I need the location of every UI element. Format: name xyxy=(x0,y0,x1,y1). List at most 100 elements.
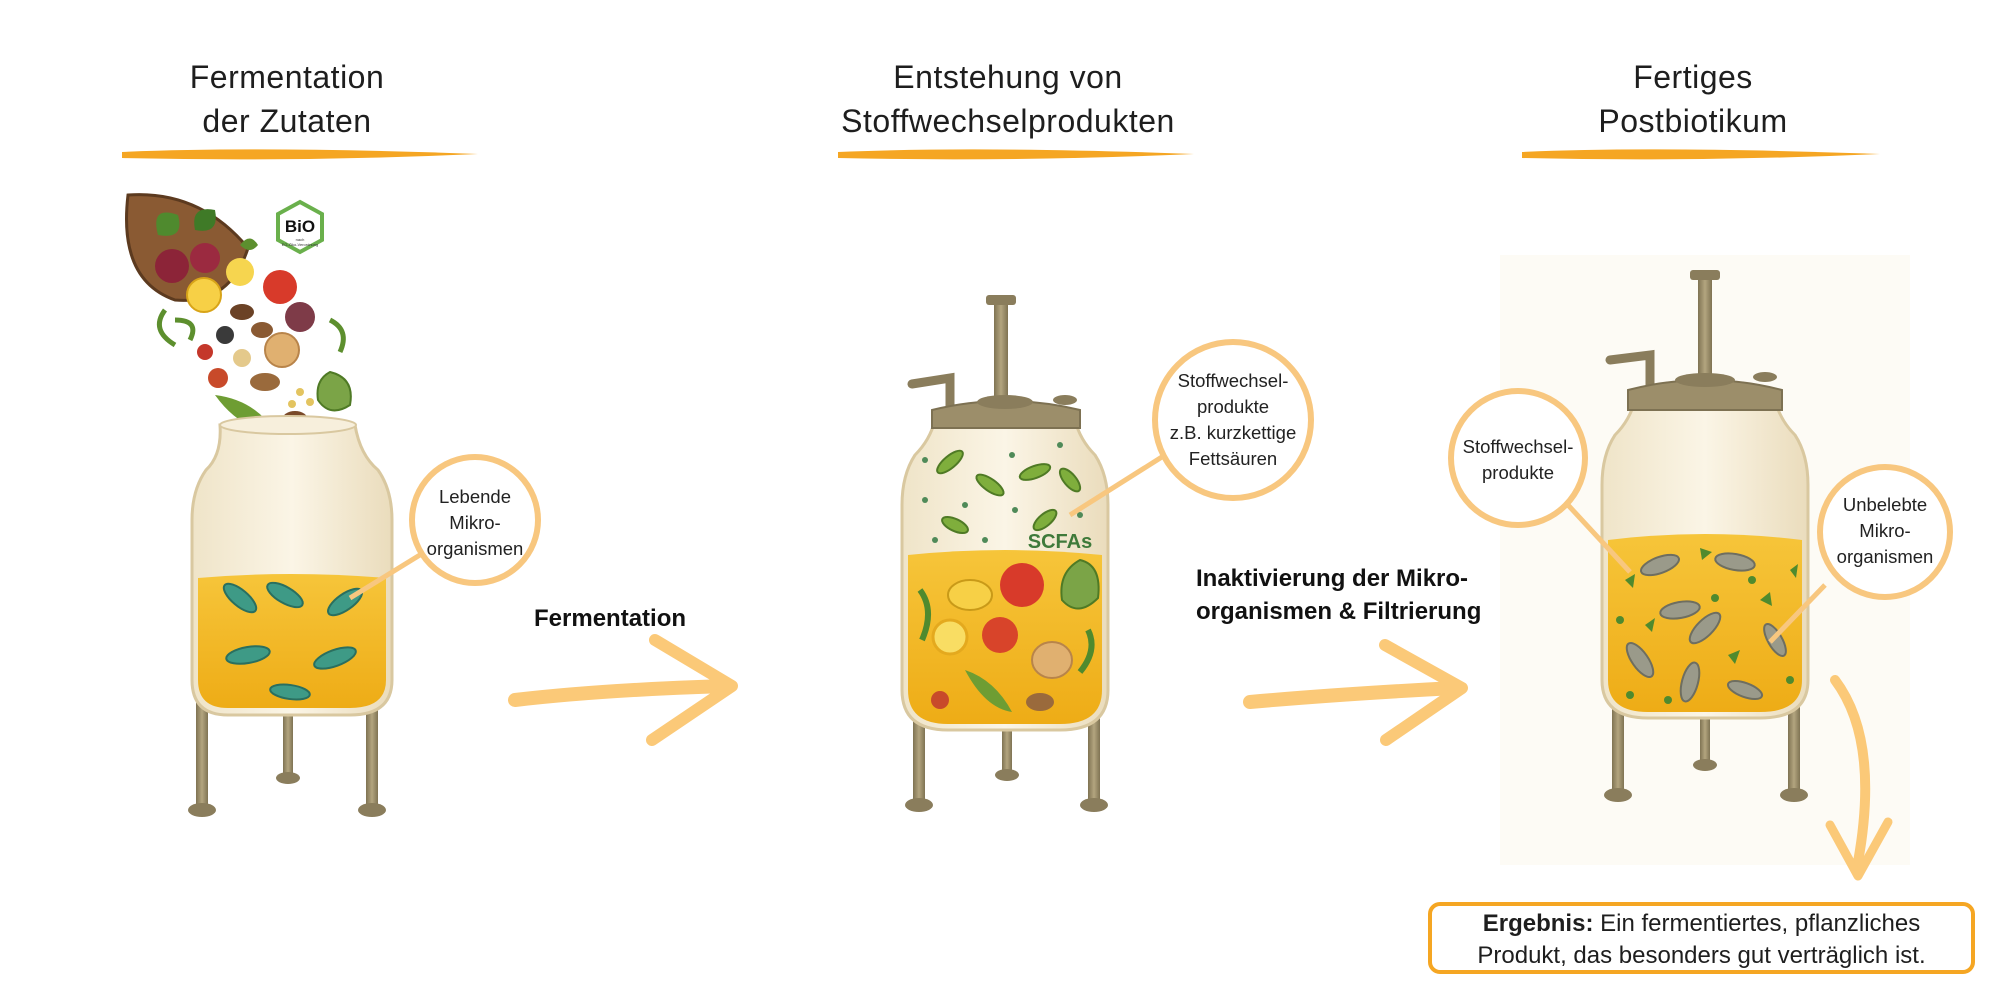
fermentation-arrow-label: Fermentation xyxy=(534,605,687,632)
nut-icon xyxy=(250,373,280,391)
herb-icon xyxy=(1077,628,1095,674)
underline-3 xyxy=(1522,149,1880,160)
bubble-inanimate-microorganisms xyxy=(1768,464,1953,644)
nut-icon xyxy=(251,322,273,338)
inactivation-arrow-label: Inaktivierung der Mikro- organismen & Fi… xyxy=(1196,565,1482,625)
pepper-icon xyxy=(216,326,234,344)
result-line-1: Ergebnis: Ein fermentiertes, pflanzliche… xyxy=(1432,908,1971,940)
tank-pipe xyxy=(1698,275,1712,385)
onion-icon xyxy=(1031,641,1073,679)
bacterium-icon xyxy=(225,645,271,665)
apple-icon xyxy=(263,270,297,304)
bio-badge: BiO nach EG-Öko-Verordnung xyxy=(276,199,324,255)
lemon-icon xyxy=(186,277,222,313)
tank-leg xyxy=(1612,690,1624,795)
bacterium-icon xyxy=(1679,661,1701,703)
tank-leg xyxy=(1788,690,1800,795)
leaf-icon xyxy=(240,238,258,250)
pea-pod-icon xyxy=(965,670,1012,712)
bubble-metabolites-text: Stoffwechsel- produkte z.B. kurzkettige … xyxy=(1169,370,1297,469)
bacterium-icon xyxy=(936,449,964,475)
bacterium-icon xyxy=(1659,600,1701,620)
arrow-fermentation xyxy=(508,634,738,746)
title-underlines xyxy=(122,149,1880,160)
leaf-icon xyxy=(156,212,180,236)
result-text-2: Produkt, das besonders gut verträglich i… xyxy=(1477,942,1926,969)
chickpea-icon xyxy=(233,349,251,367)
lemon-icon xyxy=(226,258,254,286)
bacterium-icon xyxy=(941,515,969,535)
bacterium-icon xyxy=(1688,611,1722,645)
arrow-to-result xyxy=(1825,675,1893,881)
tank-leg xyxy=(1002,705,1012,775)
bubble-metabolites xyxy=(1068,339,1314,518)
bubble-final-metabolites-text: Stoffwechsel- produkte xyxy=(1462,436,1574,483)
step-1-title: Fermentation der Zutaten xyxy=(189,59,385,139)
bacterium-icon xyxy=(1640,553,1680,577)
tank-leg xyxy=(283,700,293,780)
tank-leg xyxy=(913,705,925,805)
herb-icon xyxy=(917,588,931,642)
result-box: Ergebnis: Ein fermentiertes, pflanzliche… xyxy=(1428,902,1975,974)
herb-icon xyxy=(156,308,196,348)
underline-1 xyxy=(122,149,478,160)
bacterium-icon xyxy=(1726,679,1764,701)
arrow-inactivation xyxy=(1243,639,1468,746)
bacterium-icon xyxy=(313,646,357,670)
berry-icon xyxy=(197,344,213,360)
step-2-title: Entstehung von Stoffwechselprodukten xyxy=(841,59,1175,139)
beet-icon xyxy=(155,249,189,283)
lemon-slice-icon xyxy=(931,618,969,656)
tomato-icon xyxy=(982,617,1018,653)
berry-icon xyxy=(208,368,228,388)
bowl-icon xyxy=(125,193,250,302)
metabolite-bacteria xyxy=(936,449,1082,535)
scfa-label: SCFAs xyxy=(1028,531,1092,553)
result-label: Ergebnis: xyxy=(1482,910,1594,937)
seed-icon xyxy=(288,400,296,408)
bubble-living-text: Lebende Mikro- organismen xyxy=(426,486,524,559)
leaf-icon xyxy=(194,209,216,231)
tank-2-metabolites: SCFAs xyxy=(900,295,1110,812)
bacterium-icon xyxy=(975,473,1005,497)
onion-icon xyxy=(264,332,300,368)
tank-pipe xyxy=(907,372,955,413)
fig-icon xyxy=(285,302,315,332)
underline-2 xyxy=(838,149,1194,160)
bio-badge-sub1: nach xyxy=(296,237,305,242)
seed-icon xyxy=(296,388,304,396)
nut-icon xyxy=(230,304,254,320)
bubble-living-microorganisms xyxy=(348,454,541,601)
tank-leg xyxy=(366,700,378,810)
tank-pipe xyxy=(994,300,1008,400)
nut-icon xyxy=(1026,693,1054,711)
artichoke-icon xyxy=(1060,558,1100,610)
bacterium-icon xyxy=(1058,467,1082,493)
fermenting-ingredients xyxy=(917,558,1100,712)
ingredients-illustration xyxy=(125,193,352,432)
bacterium-icon xyxy=(1032,508,1058,532)
herb-icon xyxy=(328,317,346,354)
bacterium-icon xyxy=(266,581,304,609)
bubble-final-metabolites xyxy=(1448,388,1632,574)
tank-leg xyxy=(1700,690,1710,765)
tank-pipe xyxy=(1605,349,1655,390)
bacterium-icon xyxy=(222,582,258,614)
bio-badge-sub2: EG-Öko-Verordnung xyxy=(282,242,318,247)
tank-3-postbiotic xyxy=(1600,270,1810,802)
metabolite-particles xyxy=(1616,548,1798,704)
tomato-icon xyxy=(1000,563,1044,607)
beet-icon xyxy=(190,243,220,273)
step-3-title: Fertiges Postbiotikum xyxy=(1598,59,1788,139)
tank-1-fermentation xyxy=(188,415,394,817)
bacterium-icon xyxy=(269,683,311,701)
bacterium-icon xyxy=(1018,463,1052,481)
bubble-inanimate-text: Unbelebte Mikro- organismen xyxy=(1836,494,1934,567)
bio-badge-main: BiO xyxy=(285,217,315,236)
tank-leg xyxy=(1088,705,1100,805)
seed-icon xyxy=(306,398,314,406)
artichoke-icon xyxy=(316,370,352,412)
tank-leg xyxy=(196,700,208,810)
lemon-icon xyxy=(947,579,993,611)
